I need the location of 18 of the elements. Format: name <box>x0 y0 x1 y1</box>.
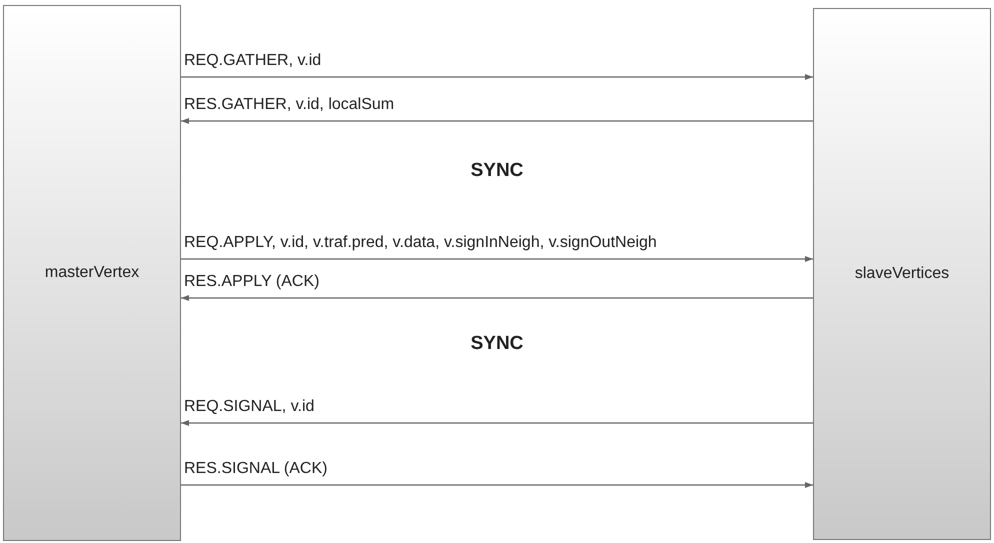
node-label: masterVertex <box>44 264 140 282</box>
message-arrow <box>181 420 813 426</box>
edge-label: RES.GATHER, v.id, localSum <box>184 96 394 114</box>
message-arrow <box>181 118 813 124</box>
phase-label: SYNC <box>470 160 524 182</box>
edge-label: REQ.APPLY, v.id, v.traf.pred, v.data, v.signInNeigh, v.signOutNeigh <box>184 234 657 252</box>
phase-label: SYNC <box>470 333 524 355</box>
edge-label: RES.SIGNAL (ACK) <box>184 460 328 478</box>
message-arrow <box>181 295 813 301</box>
lifeline-box <box>813 8 991 540</box>
message-arrow <box>181 256 813 262</box>
message-arrow <box>181 482 813 488</box>
node-label: slaveVertices <box>854 265 950 283</box>
edge-label: REQ.GATHER, v.id <box>184 52 322 70</box>
edge-label: REQ.SIGNAL, v.id <box>184 398 314 416</box>
edge-label: RES.APPLY (ACK) <box>184 273 320 291</box>
lifeline-box <box>3 5 181 541</box>
message-arrow <box>181 74 813 80</box>
